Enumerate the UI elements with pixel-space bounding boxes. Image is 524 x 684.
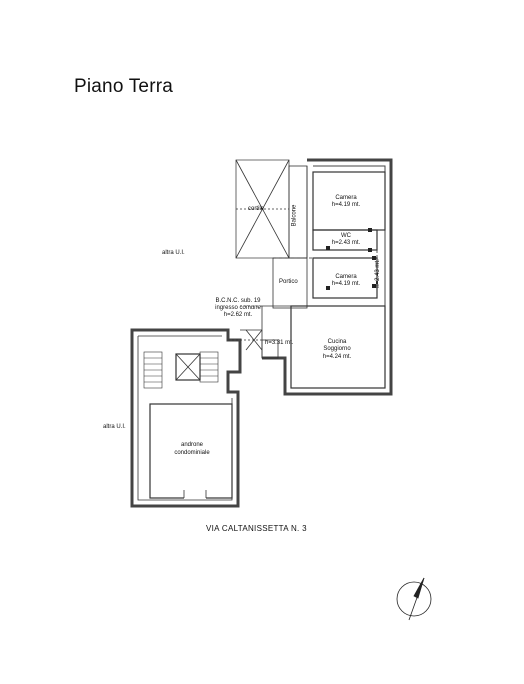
cortile-label: cortile xyxy=(248,206,265,212)
condominium-outer-wall xyxy=(130,328,242,508)
cucina-name: Cucina xyxy=(327,339,347,345)
stairs xyxy=(143,351,219,389)
altra-ui-bottom-label: altra U.I. xyxy=(103,424,126,430)
androne-name: androne xyxy=(180,442,204,448)
apartment-outer-wall xyxy=(262,158,393,396)
camera-2-height: h=4.19 mt. xyxy=(331,281,361,287)
altra-ui-top-label: altra U.I. xyxy=(162,250,185,256)
camera-2-name: Camera xyxy=(335,274,357,280)
north-compass-icon xyxy=(396,577,432,621)
bcnc-line-2: ingresso comune xyxy=(215,305,261,311)
cucina-outline xyxy=(290,305,386,389)
wc-height: h=2.43 mt. xyxy=(331,240,361,246)
camera-1-name: Camera xyxy=(335,195,357,201)
small-height-label: h=3.31 mt. xyxy=(265,340,294,346)
soggiorno-name: Soggiorno xyxy=(323,346,351,352)
bcnc-line-3: h=2.62 mt. xyxy=(223,312,253,318)
cucina-height: h=4.24 mt. xyxy=(322,354,352,360)
balcone-label: Balcone xyxy=(291,204,298,227)
bcnc-line-1: B.C.N.C. sub. 19 xyxy=(215,298,261,304)
side-height-label: h=2.43 mt. xyxy=(374,259,381,288)
page-title: Piano Terra xyxy=(74,76,174,97)
portico-outline xyxy=(272,257,308,309)
portico-label: Portico xyxy=(279,279,298,285)
wc-name: WC xyxy=(341,233,351,239)
street-label: VIA CALTANISSETTA N. 3 xyxy=(206,524,307,533)
androne-name-2: condominiale xyxy=(174,450,210,456)
lift-shaft xyxy=(175,353,201,381)
door-markers xyxy=(326,228,376,290)
camera-1-height: h=4.19 mt. xyxy=(331,202,361,208)
